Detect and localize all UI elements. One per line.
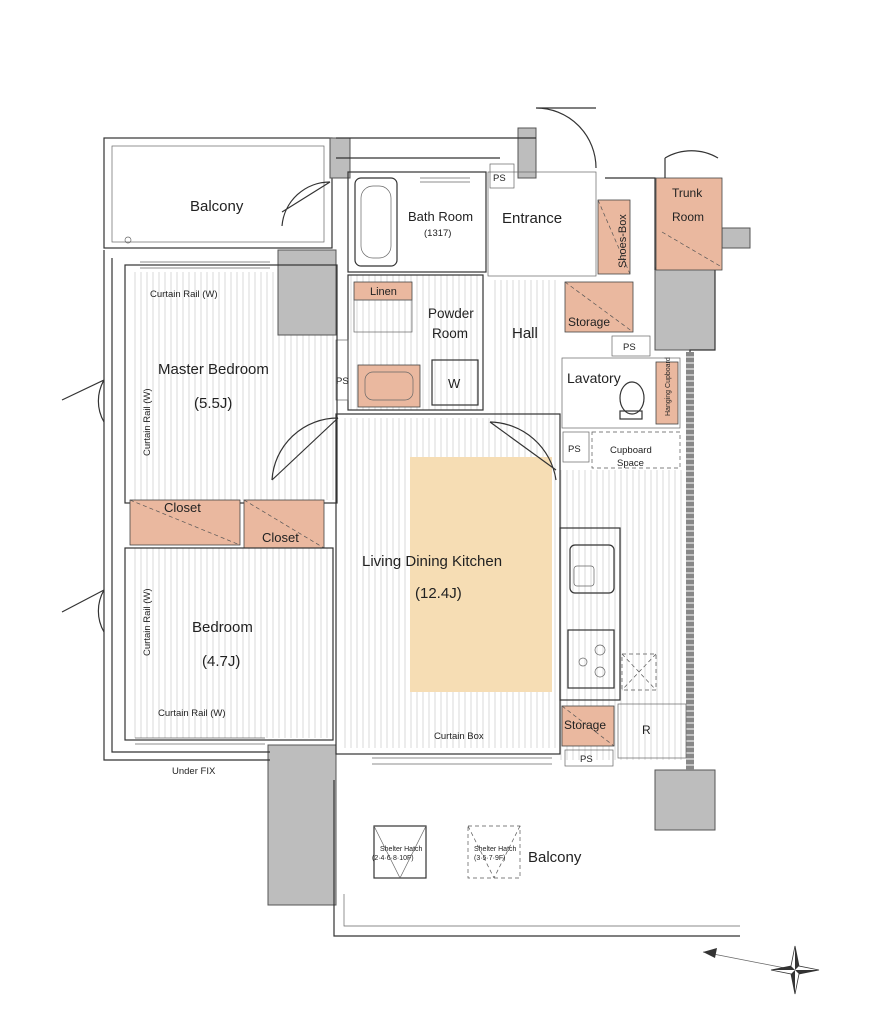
powder-room-label-2: Room <box>432 326 468 341</box>
bath-room-label: Bath Room <box>408 209 473 224</box>
lavatory-label: Lavatory <box>567 370 621 386</box>
linen-label: Linen <box>370 286 397 298</box>
master-bedroom-window-door[interactable] <box>61 379 105 423</box>
trunk-room-door[interactable] <box>664 150 719 178</box>
shelter-hatch-1-floors: (2·4·6·8·10F) <box>372 855 414 862</box>
wall-bottom-right <box>654 769 716 831</box>
master-bedroom-size: (5.5J) <box>194 395 232 412</box>
entrance-door[interactable] <box>535 107 597 169</box>
toilet-icon <box>619 381 645 420</box>
wall-top-left <box>277 249 337 336</box>
vanity-counter <box>357 364 421 408</box>
shelter-hatch-2 <box>467 825 521 879</box>
shelter-hatch-2-label: Shelter Hatch <box>474 846 517 853</box>
hall-storage-label: Storage <box>568 315 610 329</box>
cupboard-space <box>591 431 681 469</box>
refrigerator-space <box>617 703 687 759</box>
hall-door[interactable] <box>489 421 557 481</box>
shoes-box-label: Shoes-Box <box>617 214 629 268</box>
entrance-label: Entrance <box>502 210 562 227</box>
trunk-room <box>655 177 723 271</box>
ps-label-hall: PS <box>623 342 636 353</box>
sink-icon <box>569 544 615 594</box>
ps-label-entrance: PS <box>493 173 506 184</box>
under-fix-label: Under FIX <box>172 766 216 777</box>
bedroom-size: (4.7J) <box>202 653 240 670</box>
balcony-top-rail <box>103 137 333 249</box>
bedroom-window-door[interactable] <box>61 589 105 633</box>
shelter-hatch-2-floors: (3·5·7·9F) <box>474 855 506 862</box>
cupboard-space-label-2: Space <box>617 458 644 469</box>
washer-space <box>431 359 479 406</box>
curtain-rail-bedroom-side: Curtain Rail (W) <box>142 588 153 656</box>
wall-bottom-left <box>267 744 337 906</box>
bedroom-floor <box>130 548 330 738</box>
powder-room-label-1: Powder <box>428 306 474 321</box>
balcony-bottom-rail <box>333 780 740 937</box>
cupboard-space-label-1: Cupboard <box>610 445 652 456</box>
wall-right-top <box>654 267 716 351</box>
trunk-room-label-2: Room <box>672 210 704 224</box>
bedroom-label: Bedroom <box>192 619 253 636</box>
stove-burner-icon <box>567 629 615 689</box>
wall-entrance-top <box>517 127 537 179</box>
wall-trunk-right <box>721 227 751 249</box>
ldk-label: Living Dining Kitchen <box>362 553 502 570</box>
compass-rose-icon <box>702 945 820 995</box>
hall-floor <box>490 280 560 425</box>
shoes-box <box>597 199 631 275</box>
kitchen-storage-label: Storage <box>564 718 606 732</box>
hall-label: Hall <box>512 325 538 342</box>
balcony-door[interactable] <box>281 181 331 227</box>
master-bedroom-door[interactable] <box>271 417 339 481</box>
shelter-hatch-1-label: Shelter Hatch <box>380 846 423 853</box>
curtain-rail-bedroom-bottom: Curtain Rail (W) <box>158 708 226 719</box>
balcony-bottom-label: Balcony <box>528 849 582 866</box>
ps-label-kitchen: PS <box>580 754 593 765</box>
trunk-room-label-1: Trunk <box>672 186 703 200</box>
curtain-rail-master-side: Curtain Rail (W) <box>142 388 153 456</box>
ldk-rug <box>410 457 552 692</box>
curtain-rail-master-top: Curtain Rail (W) <box>150 289 218 300</box>
ldk-size: (12.4J) <box>415 585 462 602</box>
refrigerator-label: R <box>642 723 651 737</box>
closet-2-label: Closet <box>262 530 299 545</box>
shelter-hatch-1 <box>373 825 427 879</box>
ps-label-lavatory: PS <box>568 444 581 455</box>
closet-1-label: Closet <box>164 500 201 515</box>
balcony-top-label: Balcony <box>190 198 244 215</box>
bath-size-label: (1317) <box>424 228 451 239</box>
curtain-box-label: Curtain Box <box>434 731 484 742</box>
hanging-cupboard-label: Hanging Cupboard <box>665 357 672 416</box>
kitchen-counter <box>559 527 621 701</box>
exterior-wall-hatch <box>686 352 694 770</box>
bathtub-icon <box>354 177 398 267</box>
master-bedroom-label: Master Bedroom <box>158 361 269 378</box>
washer-label: W <box>448 376 461 391</box>
ps-label-powder: PS <box>336 376 349 387</box>
hanging-cupboard <box>655 361 679 425</box>
